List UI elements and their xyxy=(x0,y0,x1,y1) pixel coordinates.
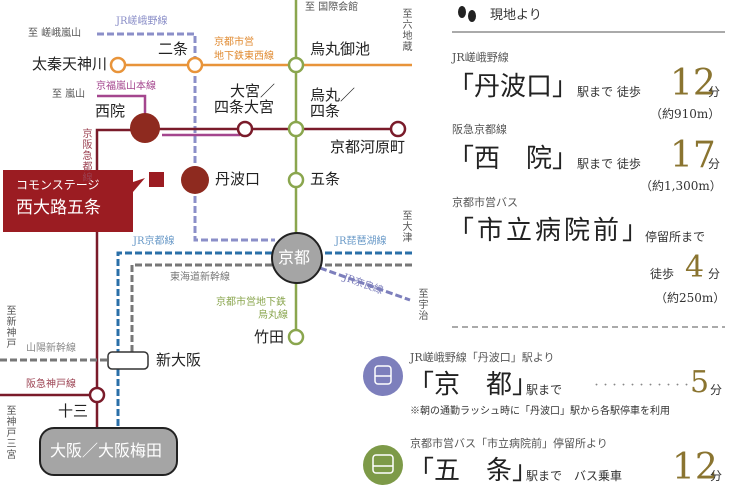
station-label: 大阪／大阪梅田 xyxy=(50,441,163,460)
line-label: JR嵯峨野線 xyxy=(116,16,168,27)
line-label: 山陽新幹線 xyxy=(26,343,76,354)
keifuku-line xyxy=(97,94,147,115)
station-nijo xyxy=(186,56,204,74)
station-shinosaka xyxy=(107,351,149,370)
footprints-icon xyxy=(458,6,476,22)
station-karasuma xyxy=(287,120,305,138)
unit: 分 xyxy=(710,469,723,483)
destination: 「西 院」 xyxy=(448,144,579,174)
label: 至新神戸 xyxy=(4,305,15,349)
minutes: 5 xyxy=(690,365,710,400)
property-name: 西大路五条 xyxy=(16,198,101,218)
property-callout xyxy=(3,170,145,232)
station-label: 丹波口 xyxy=(215,170,261,188)
suffix: 駅まで xyxy=(526,383,563,397)
station-osaka xyxy=(39,427,178,476)
station-label: 四条 xyxy=(310,102,341,120)
property-marker xyxy=(149,172,164,187)
line-label: 地下鉄東西線 xyxy=(214,51,274,62)
train-destination: 「京 都」 xyxy=(408,370,539,400)
station-label: 京都河原町 xyxy=(330,138,406,156)
station-label: 二条 xyxy=(158,40,189,58)
label: 至神戸三宮 xyxy=(4,405,15,460)
line-label: 阪急神戸線 xyxy=(26,379,76,390)
suffix: 停留所まで xyxy=(645,230,706,244)
station-saiin xyxy=(130,113,160,143)
station-label: 太秦天神川 xyxy=(32,55,108,73)
station-label: 烏丸御池 xyxy=(310,40,371,58)
line-label: 京都市営地下鉄 xyxy=(216,297,286,308)
walk: 徒歩 xyxy=(650,267,675,281)
label: 至宇治 xyxy=(416,288,427,321)
bus-from: 京都市営バス「市立病院前」停留所より xyxy=(410,437,608,450)
line-label: 京都市営 xyxy=(214,37,254,48)
dots: ・・・・・・・・・・・ xyxy=(592,381,692,391)
line-name: 阪急京都線 xyxy=(452,123,507,136)
station-tambaguchi xyxy=(181,166,209,194)
minutes: 17 xyxy=(670,135,716,176)
station-label: 五条 xyxy=(310,170,341,188)
note: ※朝の通勤ラッシュ時に「丹波口」駅から各駅停車を利用 xyxy=(410,406,670,417)
minutes: 4 xyxy=(685,250,705,285)
panel-header: 現地より xyxy=(490,8,542,23)
station-label: 大宮／ xyxy=(230,82,276,100)
station-gojo xyxy=(287,171,305,189)
station-kyoto xyxy=(271,232,323,284)
suffix: 駅まで 徒歩 xyxy=(577,157,641,171)
line-name: 京都市営バス xyxy=(452,196,518,209)
property-name: コモンステージ xyxy=(16,178,100,192)
line-label: JR琵琶湖線 xyxy=(335,236,387,247)
unit: 分 xyxy=(708,157,721,171)
bus-destination: 「五 条」 xyxy=(408,456,539,486)
station-takeda xyxy=(287,328,305,346)
destination: 「丹波口」 xyxy=(448,72,579,102)
label: 至 嵯峨嵐山 xyxy=(28,28,82,39)
station-kawaramachi xyxy=(389,120,407,138)
destination: 「市立病院前」 xyxy=(448,216,652,246)
line-label: 京阪急都線 xyxy=(80,128,91,183)
jr-kyoto-line xyxy=(116,251,412,430)
jr-nara-line xyxy=(319,266,411,302)
hankyu-line xyxy=(95,128,145,430)
jr-sagano-line xyxy=(97,32,275,242)
label: 至 国際会館 xyxy=(305,2,359,13)
line-name: JR嵯峨野線 xyxy=(452,51,509,64)
label: 至 嵐山 xyxy=(52,89,86,100)
minutes: 12 xyxy=(672,447,718,488)
line-label: JR京都線 xyxy=(133,236,175,247)
station-juso xyxy=(88,386,106,404)
station-label: 西院 xyxy=(95,102,126,120)
line-label: 烏丸線 xyxy=(258,310,288,321)
label: 至大津 xyxy=(400,210,411,243)
station-label: 新大阪 xyxy=(156,351,202,369)
suffix: 駅まで 徒歩 xyxy=(577,85,641,99)
minutes: 12 xyxy=(670,63,716,104)
station-omiya xyxy=(236,120,254,138)
bus-icon xyxy=(363,445,403,485)
distance: （約1,300m） xyxy=(640,179,722,193)
train-from: JR嵯峨野線「丹波口」駅より xyxy=(410,351,555,364)
line-label: 京福嵐山本線 xyxy=(96,81,156,92)
unit: 分 xyxy=(708,85,721,99)
suffix: 駅まで バス乗車 xyxy=(526,469,623,483)
unit: 分 xyxy=(710,383,723,397)
station-label: 京都 xyxy=(278,248,311,267)
station-label: 四条大宮 xyxy=(214,98,275,116)
distance: （約910m） xyxy=(650,107,721,121)
station-karasumaoike xyxy=(287,56,305,74)
unit: 分 xyxy=(708,267,721,281)
line-label: 東海道新幹線 xyxy=(170,272,230,283)
station-uzumasa xyxy=(109,56,127,74)
station-label: 竹田 xyxy=(254,328,285,346)
label: 至六地蔵 xyxy=(400,8,411,52)
station-label: 十三 xyxy=(58,402,89,420)
station-label: 烏丸／ xyxy=(310,86,356,104)
distance: （約250m） xyxy=(655,291,726,305)
